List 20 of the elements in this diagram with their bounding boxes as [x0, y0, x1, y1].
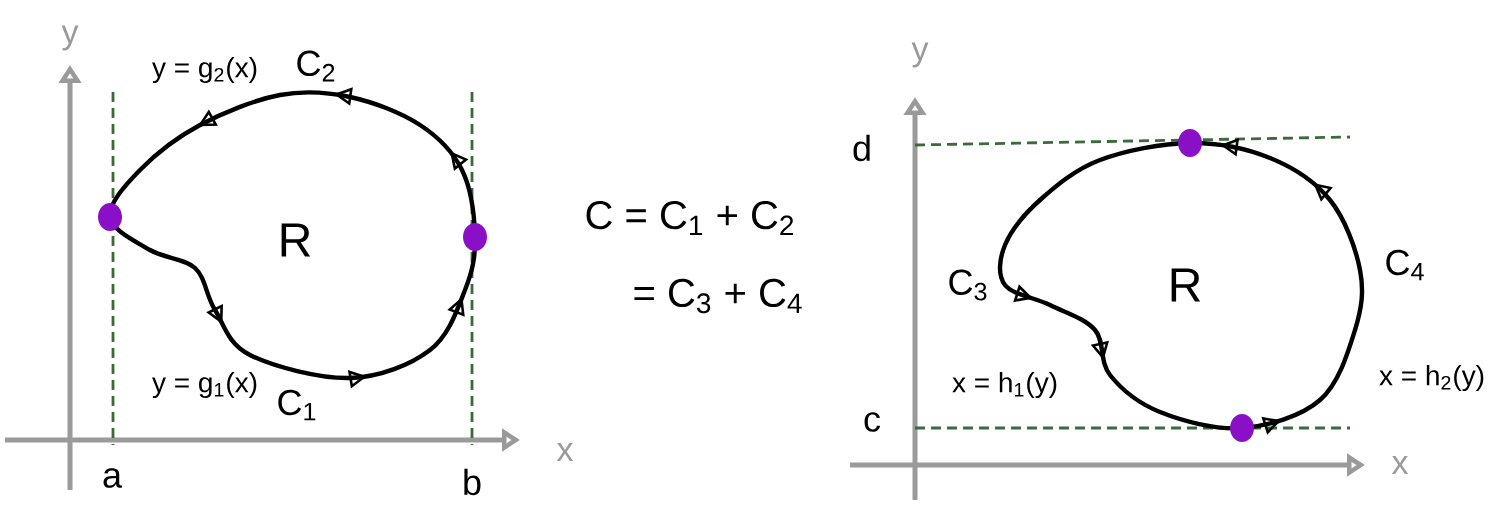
region-label: R	[1171, 268, 1201, 302]
curve-label: C$_{3}$	[949, 269, 987, 301]
curve-label: C$_{2}$	[297, 50, 335, 82]
curve-equation: x = h$_{1}$(y)	[952, 371, 1057, 399]
bound-label: b	[464, 468, 481, 496]
bound-label: c	[864, 412, 881, 432]
bound-label: a	[103, 468, 122, 488]
curve-equation: y = g$_{1}$(x)	[152, 371, 257, 399]
curve-equation: x = h$_{2}$(y)	[1379, 364, 1484, 392]
curve-label: C$_{4}$	[1386, 249, 1424, 281]
region-label: R	[281, 223, 311, 257]
curve-label: C$_{1}$	[278, 389, 316, 421]
axis-label: x	[556, 443, 574, 461]
bound-label: d	[853, 134, 870, 162]
axis-label: x	[1391, 456, 1409, 474]
equation: C = C$_{1}$ + C$_{2}$	[586, 200, 794, 236]
axis-label: y	[61, 25, 79, 51]
axis-label: y	[911, 42, 929, 68]
curve-equation: y = g$_{2}$(x)	[152, 56, 257, 84]
equation: = C$_{3}$ + C$_{4}$	[634, 278, 802, 314]
